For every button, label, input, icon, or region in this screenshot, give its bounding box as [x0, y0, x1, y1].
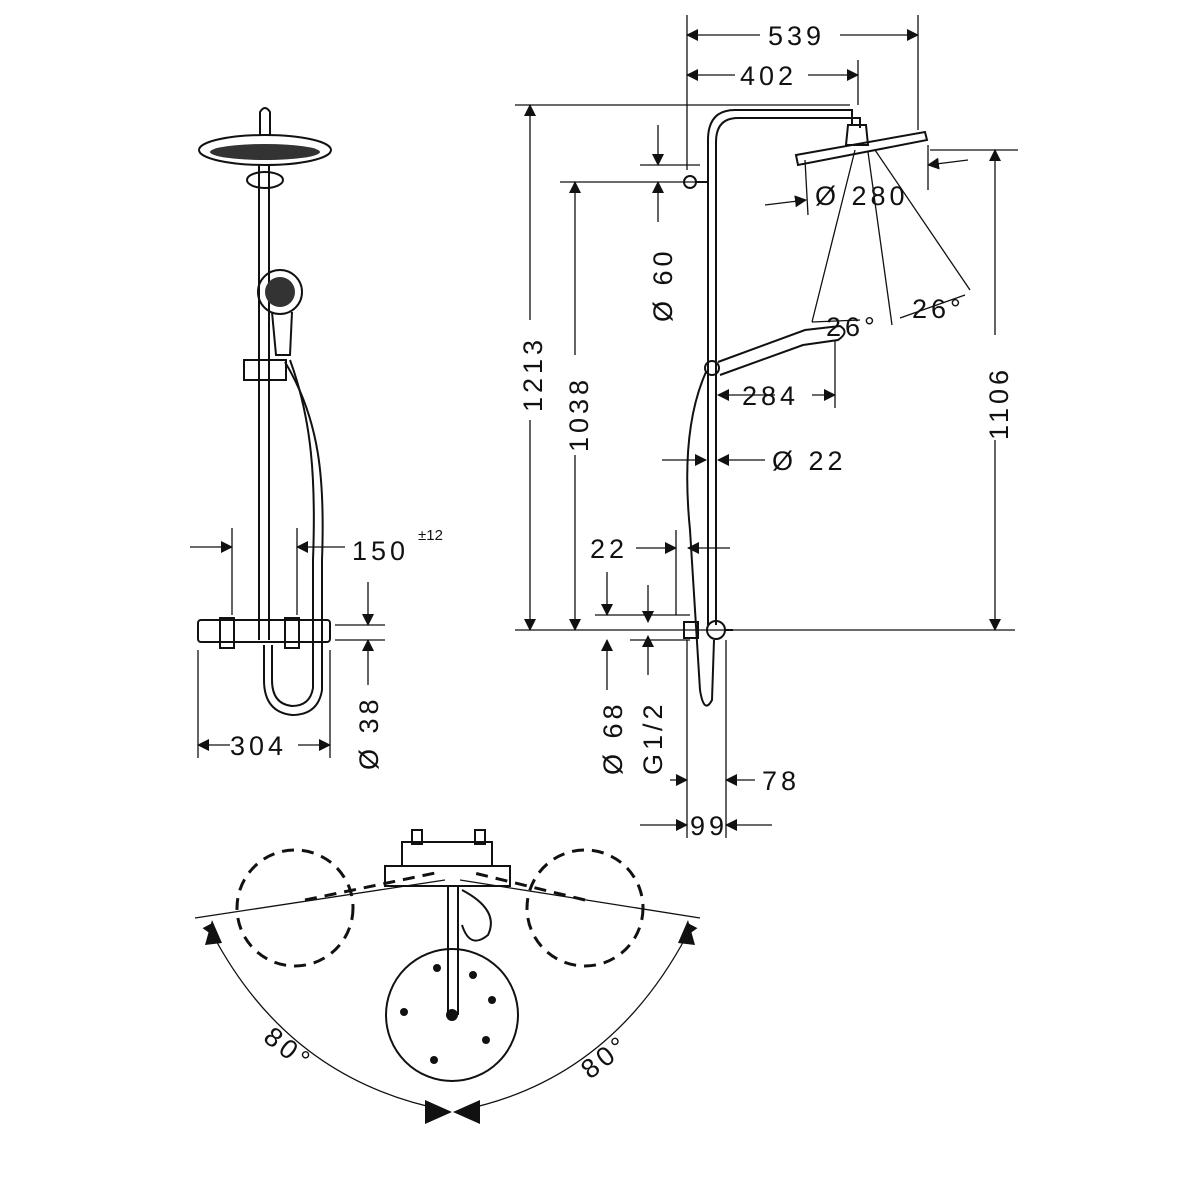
label-1213: 1213	[518, 336, 548, 412]
label-150: 150	[352, 536, 409, 566]
front-view: 150 ±12 Ø 38 304	[190, 107, 443, 770]
label-402: 402	[740, 61, 797, 91]
top-view-swivel: 80° 80°	[194, 829, 701, 1124]
label-539: 539	[768, 21, 825, 51]
label-angle-80-left: 80°	[258, 1021, 318, 1077]
label-angle-26-b: 26°	[912, 294, 965, 324]
label-diameter-68: Ø 68	[598, 700, 628, 775]
label-g-half-thread: G1/2	[638, 700, 668, 775]
head-top-knob	[259, 107, 271, 136]
label-284: 284	[742, 381, 799, 411]
label-99: 99	[690, 811, 728, 841]
label-diameter-60: Ø 60	[648, 247, 678, 322]
label-tolerance: ±12	[418, 527, 443, 544]
overhead-shower-top	[385, 948, 519, 1082]
label-diameter-22: Ø 22	[772, 446, 847, 476]
side-view: 539 402 Ø 280 26° 26° Ø 60 1213 1038 1	[515, 15, 1018, 841]
hand-shower-handle	[271, 311, 293, 356]
slider-side	[704, 360, 720, 376]
riser-arm-outer	[707, 109, 853, 625]
slider	[243, 359, 287, 381]
label-1106: 1106	[984, 366, 1014, 440]
swivel-position-right	[525, 848, 645, 968]
label-angle-26-a: 26°	[826, 312, 879, 342]
label-angle-80-right: 80°	[575, 1029, 635, 1085]
thermostat-top	[401, 841, 493, 867]
hose-side	[686, 371, 715, 707]
shower-hose	[263, 361, 324, 717]
label-78: 78	[762, 766, 800, 796]
hand-shower-head	[257, 269, 303, 315]
swivel-position-left	[235, 848, 355, 968]
label-304: 304	[230, 731, 287, 761]
hose-loop	[461, 889, 492, 942]
label-1038: 1038	[564, 376, 594, 452]
hand-shower-side	[717, 324, 846, 376]
ball-joint	[844, 124, 870, 146]
overhead-shower-head	[198, 134, 332, 166]
label-diameter-280: Ø 280	[815, 181, 909, 211]
thermostat	[197, 619, 331, 643]
label-diameter-38: Ø 38	[354, 695, 384, 770]
overhead-shower-side	[794, 130, 929, 167]
label-22: 22	[590, 534, 628, 564]
spray-face	[210, 144, 320, 160]
